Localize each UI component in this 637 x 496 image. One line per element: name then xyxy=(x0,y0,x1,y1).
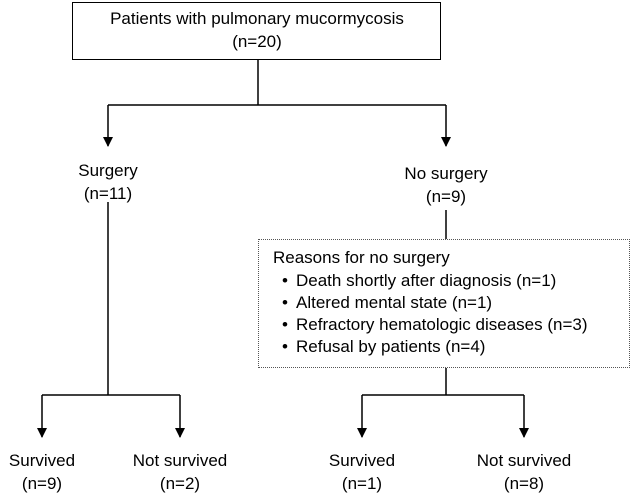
reason-item: Refusal by patients (n=4) xyxy=(282,336,588,358)
no-surgery-label: No surgery xyxy=(404,164,488,183)
root-box xyxy=(72,2,441,60)
no-surgery-not-survived-count: (n=8) xyxy=(503,474,545,493)
reasons-list: Death shortly after diagnosis (n=1) Alte… xyxy=(282,270,588,358)
no-surgery-count: (n=9) xyxy=(425,187,467,206)
surgery-survived-count: (n=9) xyxy=(21,474,63,493)
root-count: (n=20) xyxy=(232,32,282,51)
surgery-not-survived-label: Not survived xyxy=(132,451,228,470)
surgery-survived-label: Survived xyxy=(8,451,76,470)
reason-item: Altered mental state (n=1) xyxy=(282,292,588,314)
surgery-count: (n=11) xyxy=(83,184,133,203)
no-surgery-survived-count: (n=1) xyxy=(341,474,383,493)
root-title: Patients with pulmonary mucormycosis xyxy=(110,9,404,28)
surgery-label: Surgery xyxy=(78,161,138,180)
reasons-title: Reasons for no surgery xyxy=(273,248,450,267)
reason-item: Refractory hematologic diseases (n=3) xyxy=(282,314,588,336)
reason-item: Death shortly after diagnosis (n=1) xyxy=(282,270,588,292)
no-surgery-not-survived-label: Not survived xyxy=(476,451,572,470)
surgery-not-survived-count: (n=2) xyxy=(159,474,201,493)
no-surgery-survived-label: Survived xyxy=(328,451,396,470)
